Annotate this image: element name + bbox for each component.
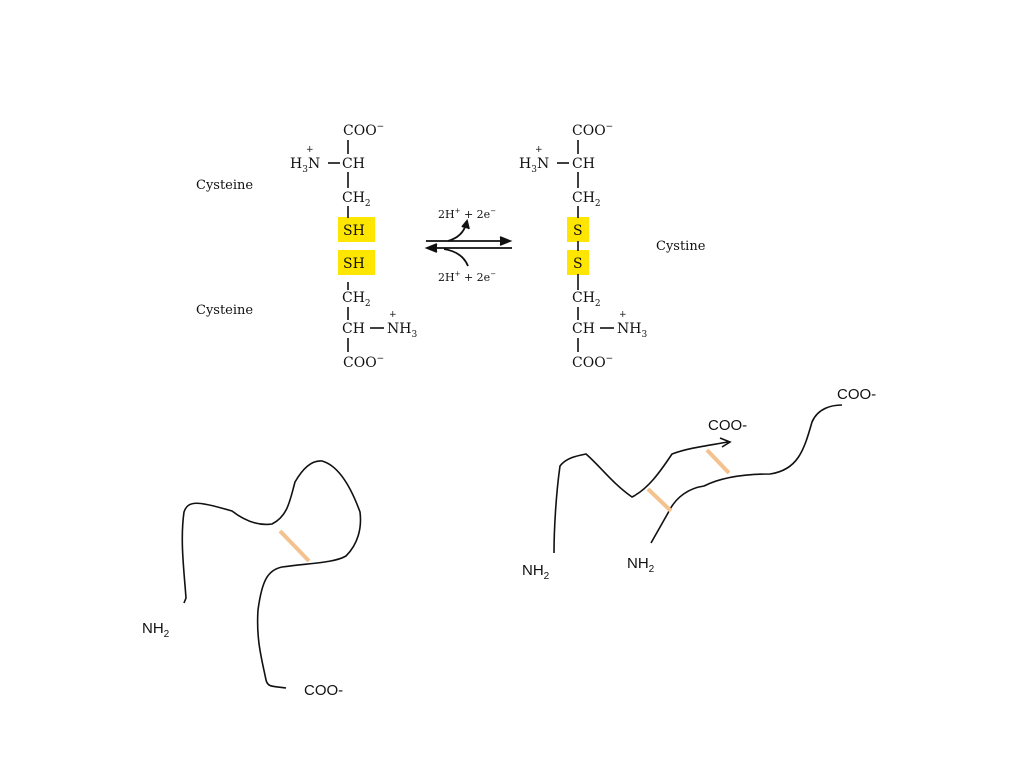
h3n-left: H3N bbox=[290, 156, 320, 175]
single-chain-nh2: NH2 bbox=[142, 620, 170, 640]
arrow-top-label: 2H+ + 2e− bbox=[438, 207, 496, 221]
chain1-backbone bbox=[553, 441, 729, 554]
s-bottom-right: S bbox=[573, 256, 583, 272]
ch2-top-right: CH2 bbox=[572, 190, 601, 209]
s-highlight-bottom bbox=[567, 250, 589, 275]
single-chain-disulfide bbox=[278, 529, 311, 563]
arrow-bottom-label: 2H+ + 2e− bbox=[438, 270, 496, 284]
sh-bottom-left: SH bbox=[343, 256, 365, 272]
chain2-nh2: NH2 bbox=[627, 555, 655, 575]
chain1-coo: COO- bbox=[708, 417, 747, 434]
ch2-top-left: CH2 bbox=[342, 190, 371, 209]
ch-bottom-left: CH bbox=[342, 321, 365, 337]
cysteine-label-bottom: Cysteine bbox=[196, 303, 253, 318]
coo-bottom-left: COO− bbox=[343, 354, 384, 371]
nh3-right: NH3 bbox=[617, 321, 647, 340]
coo-bottom-right: COO− bbox=[572, 354, 613, 371]
right-cystine: COO− + H3N CH CH2 S S CH2 CH + NH3 COO− … bbox=[519, 122, 706, 371]
chain2-backbone bbox=[650, 404, 843, 544]
ch2-bottom-left: CH2 bbox=[342, 290, 371, 309]
plus-sign-h3n-left: + bbox=[306, 145, 314, 155]
ch-top-right: CH bbox=[572, 156, 595, 172]
coo-top-right: COO− bbox=[572, 122, 613, 139]
chain2-coo: COO- bbox=[837, 386, 876, 403]
sh-highlight-bottom bbox=[338, 250, 375, 275]
reaction-arrows: 2H+ + 2e− 2H+ + 2e− bbox=[424, 207, 513, 284]
s-highlight-top bbox=[567, 217, 589, 242]
left-cysteine-pair: COO− + H3N CH CH2 SH Cysteine SH CH2 CH … bbox=[196, 122, 417, 371]
cystine-label: Cystine bbox=[656, 239, 706, 254]
uptake-curve-arrow bbox=[443, 248, 469, 267]
coo-top-left: COO− bbox=[343, 122, 384, 139]
ch-bottom-right: CH bbox=[572, 321, 595, 337]
sh-highlight-top bbox=[338, 217, 375, 242]
single-chain-backbone bbox=[181, 460, 362, 689]
chain1-nh2: NH2 bbox=[522, 562, 550, 582]
interchain-disulfide-1 bbox=[646, 487, 673, 513]
ch2-bottom-right: CH2 bbox=[572, 290, 601, 309]
plus-sign-h3n-right: + bbox=[535, 145, 543, 155]
single-chain-coo: COO- bbox=[304, 682, 343, 699]
double-chain-diagram: NH2 COO- NH2 COO- bbox=[522, 386, 876, 582]
cysteine-label-top: Cysteine bbox=[196, 178, 253, 193]
interchain-disulfide-2 bbox=[705, 448, 731, 475]
ch-top-left: CH bbox=[342, 156, 365, 172]
plus-sign-nh3-right: + bbox=[619, 310, 627, 320]
single-chain-diagram: NH2 COO- bbox=[142, 460, 362, 699]
plus-sign-nh3-left: + bbox=[389, 310, 397, 320]
h3n-right: H3N bbox=[519, 156, 549, 175]
sh-top-left: SH bbox=[343, 223, 365, 239]
s-top-right: S bbox=[573, 223, 583, 239]
nh3-left: NH3 bbox=[387, 321, 417, 340]
